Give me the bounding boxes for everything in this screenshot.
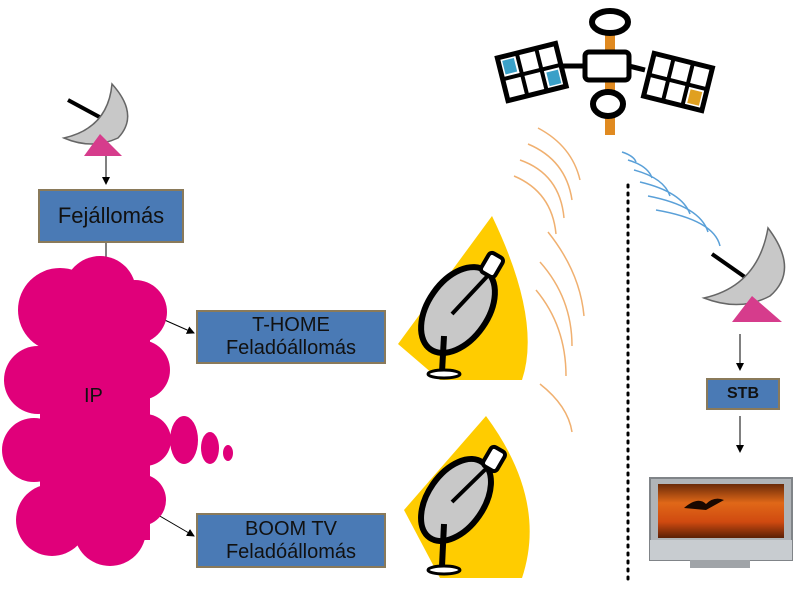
ip-label: IP xyxy=(84,385,103,407)
downlink-signal-waves xyxy=(621,151,721,247)
stb-box: STB xyxy=(706,378,780,410)
tv-icon xyxy=(649,477,793,568)
boom-label-line2: Feladóállomás xyxy=(225,540,357,563)
thome-label-line1: T-HOME xyxy=(252,314,330,336)
uplink-signal-waves xyxy=(513,127,585,433)
fejallomas-box: Fejállomás xyxy=(38,189,184,243)
boom-box: BOOM TV Feladóállomás xyxy=(196,513,386,568)
satellite-icon xyxy=(494,8,716,135)
boom-label-line1: BOOM TV xyxy=(245,517,337,540)
dish-icon xyxy=(404,416,530,578)
thome-box: T-HOME Feladóállomás xyxy=(196,310,386,364)
fejallomas-label: Fejállomás xyxy=(57,203,165,229)
thome-label-line2: Feladóállomás xyxy=(225,337,357,359)
dish-icon xyxy=(398,216,528,380)
ip-cloud xyxy=(2,256,233,566)
dish-icon xyxy=(61,82,129,156)
stb-label: STB xyxy=(727,384,759,402)
dish-icon xyxy=(701,226,786,322)
